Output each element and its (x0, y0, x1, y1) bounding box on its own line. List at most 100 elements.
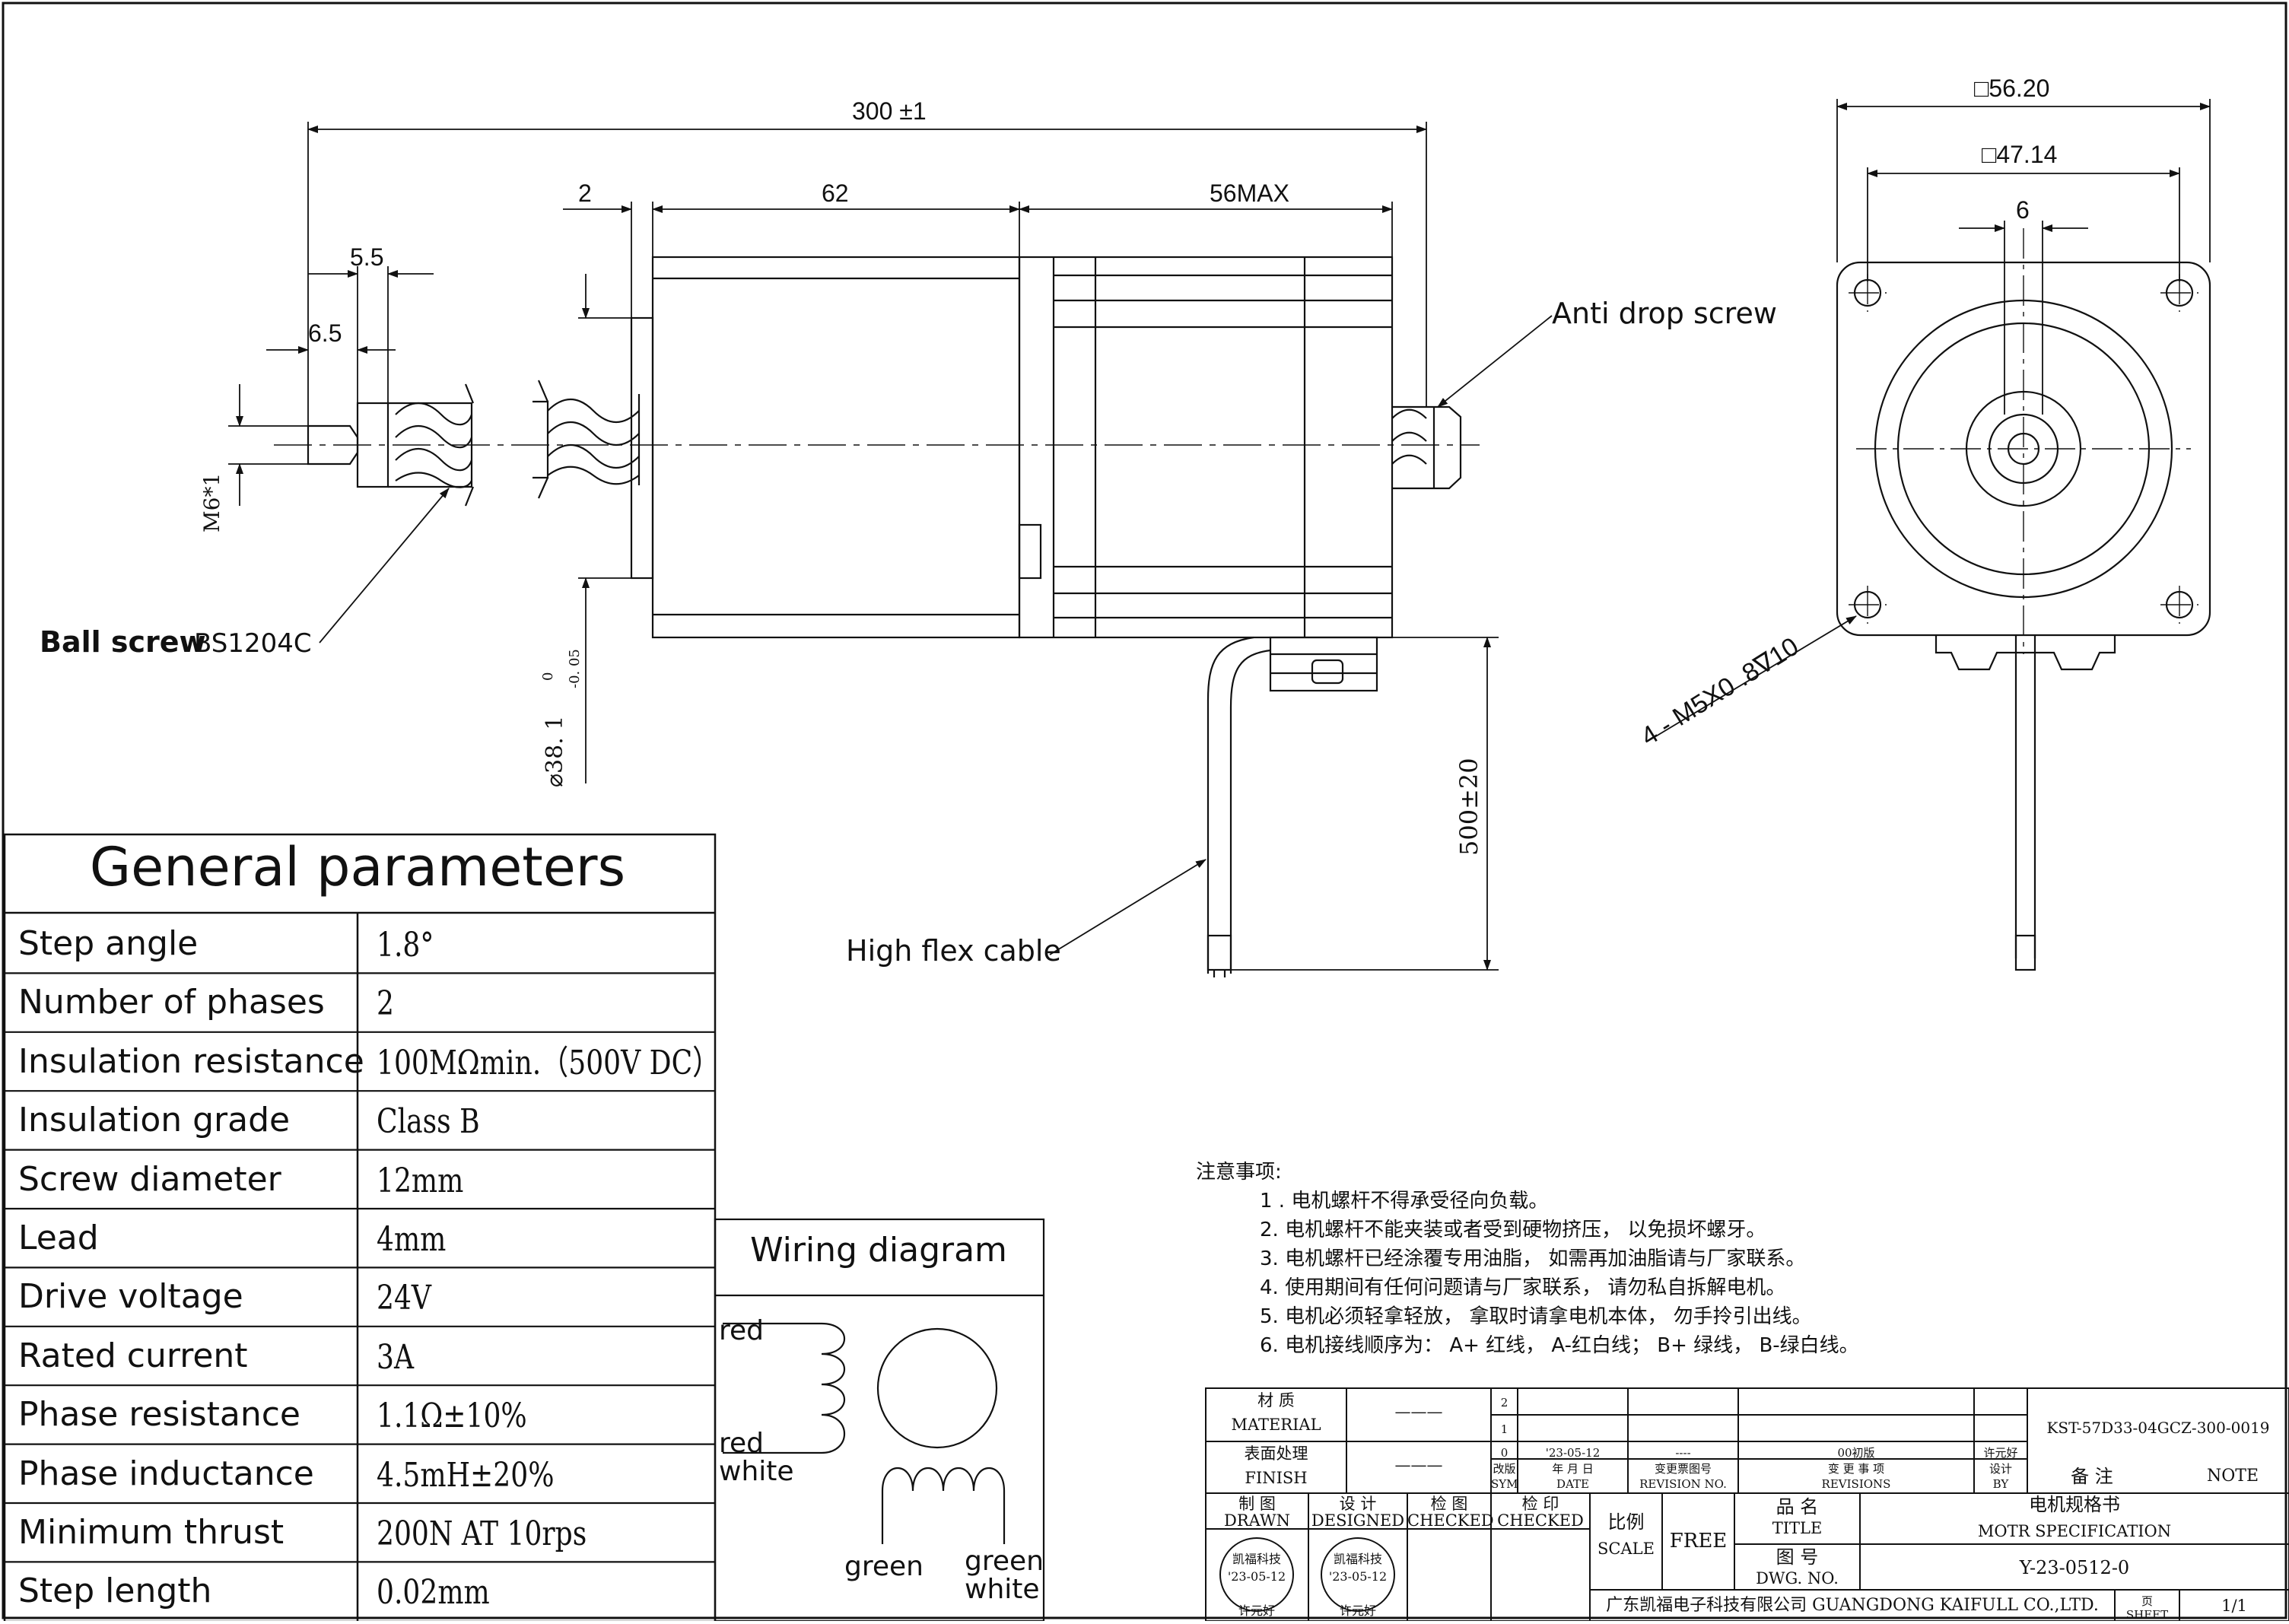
tb-rev-1: 1 (1500, 1422, 1509, 1436)
parameter-value: 2 (377, 984, 394, 1024)
tb-revno-cn: 变更票图号 (1654, 1462, 1712, 1476)
callout-anti-drop-screw: Anti drop screw (1552, 297, 1777, 330)
note-item: 3. 电机螺杆已经涂覆专用油脂， 如需再加油脂请与厂家联系。 (1260, 1247, 1806, 1270)
ball-screw-rear (1391, 405, 1462, 490)
stamp-drawn-company: 凯福科技 (1232, 1552, 1281, 1566)
tb-scale-val: FREE (1669, 1530, 1728, 1552)
parameter-value: 3A (377, 1337, 415, 1377)
dim-overall-length: 300 ±1 (852, 97, 927, 125)
tb-part-no: KST-57D33-04GCZ-300-0019 (2046, 1419, 2270, 1437)
tb-designed-cn: 设 计 (1339, 1495, 1377, 1513)
tb-dwg-cn: 图 号 (1776, 1546, 1819, 1568)
tb-rev-desc: 00初版 (1837, 1446, 1875, 1460)
dim-shaft-flat: 6 (2016, 196, 2030, 224)
stamp-designed-name: 许元好 (1339, 1603, 1376, 1618)
tb-date-cn: 年 月 日 (1552, 1462, 1594, 1476)
tb-scale-en: SCALE (1598, 1540, 1655, 1558)
tb-material-cn: 材 质 (1257, 1391, 1295, 1409)
tb-revisions-en: REVISIONS (1821, 1477, 1891, 1491)
parameter-name: Number of phases (18, 983, 325, 1022)
tb-designed-en: DESIGNED (1311, 1511, 1405, 1530)
callout-ball-screw-model: BS1204C (194, 628, 312, 659)
tb-by-cn: 设计 (1989, 1462, 2012, 1476)
tb-title-cn: 品 名 (1776, 1496, 1819, 1518)
tb-material-val: ——— (1394, 1403, 1443, 1421)
dim-rear-max: 56MAX (1210, 180, 1289, 207)
tb-rev-2: 2 (1500, 1396, 1509, 1409)
dim-thread: M6*1 (199, 472, 224, 532)
note-item: 5. 电机必须轻拿轻放， 拿取时请拿电机本体， 勿手拎引出线。 (1260, 1305, 1812, 1328)
title-block-grid (1205, 1387, 2289, 1621)
tb-sheet-en: SHEET (2125, 1608, 2169, 1622)
tb-finish-val: ——— (1394, 1456, 1443, 1474)
wiring-title: Wiring diagram (750, 1231, 1007, 1270)
callout-high-flex-cable: High flex cable (846, 934, 1061, 968)
tb-dwg-val: Y-23-0512-0 (2019, 1557, 2130, 1578)
tb-revisions-cn: 变 更 事 项 (1827, 1462, 1885, 1476)
tb-material-en: MATERIAL (1231, 1416, 1321, 1434)
stamp-drawn-date: '23-05-12 (1227, 1569, 1286, 1584)
wire-red-white-label-2: white (719, 1456, 794, 1487)
parameters-title: General parameters (89, 836, 626, 898)
tb-title-val-en: MOTR SPECIFICATION (1977, 1522, 2172, 1540)
notes-heading: 注意事项: (1196, 1161, 1282, 1184)
side-dimensions (228, 122, 1499, 971)
parameter-row: Step length 0.02mm (8, 1562, 715, 1621)
parameter-row: Minimum thrust 200N AT 10rps (8, 1503, 715, 1562)
parameter-name: Step length (18, 1572, 212, 1611)
tb-sheet-val: 1/1 (2221, 1597, 2247, 1615)
note-item: 2. 电机螺杆不能夹装或者受到硬物挤压， 以免损坏螺牙。 (1260, 1219, 1766, 1241)
parameter-name: Step angle (18, 924, 199, 963)
callout-leaders (319, 315, 1553, 955)
parameter-name: Minimum thrust (18, 1513, 285, 1552)
parameter-value: 0.02mm (377, 1573, 490, 1613)
tb-finish-en: FINISH (1245, 1469, 1308, 1487)
tb-sheet-cn: 页 (2141, 1594, 2153, 1608)
tb-company: 广东凯福电子科技有限公司 GUANGDONG KAIFULL CO.,LTD. (1606, 1596, 2099, 1615)
parameter-value: 100MΩmin.（500V DC） (377, 1043, 720, 1082)
tb-drawn-en: DRAWN (1224, 1511, 1290, 1530)
front-centerlines (1849, 228, 2198, 654)
wire-green-white-label-1: green (965, 1546, 1044, 1577)
dim-end-length-a: 5.5 (350, 243, 384, 271)
tb-by-en: BY (1992, 1477, 2009, 1491)
tb-rev-0: 0 (1500, 1446, 1509, 1460)
parameter-name: Screw diameter (18, 1159, 281, 1199)
tb-scale-cn: 比例 (1607, 1511, 1645, 1533)
dim-square-outer: □56.20 (1974, 75, 2050, 102)
stamp-drawn-name: 许元好 (1238, 1603, 1275, 1618)
parameter-value: 4.5mH±20% (377, 1455, 555, 1495)
parameter-row: Number of phases 2 (8, 973, 715, 1032)
stamp-designed-company: 凯福科技 (1333, 1552, 1382, 1566)
parameter-row: Phase resistance 1.1Ω±10% (8, 1385, 715, 1444)
note-item: 1 . 电机螺杆不得承受径向负载。 (1260, 1190, 1549, 1212)
wire-green-white-label-2: white (965, 1574, 1040, 1605)
dim-end-length-b: 6.5 (308, 319, 342, 347)
parameter-value: 200N AT 10rps (377, 1514, 587, 1553)
tb-dwg-en: DWG. NO. (1756, 1569, 1839, 1587)
tb-drawn-cn: 制 图 (1238, 1495, 1276, 1513)
tb-finish-cn: 表面处理 (1244, 1444, 1308, 1463)
dim-pilot-tol-upper: 0 (540, 672, 556, 681)
tb-rev-dwg: ---- (1675, 1446, 1691, 1460)
wiring-diagram (714, 1218, 1045, 1621)
parameter-value: 1.1Ω±10% (377, 1397, 527, 1436)
parameter-name: Phase resistance (18, 1395, 300, 1435)
tb-date-en: DATE (1556, 1477, 1589, 1491)
dim-square-inner: □47.14 (1982, 141, 2058, 168)
wire-red-white-label-1: red (719, 1428, 765, 1459)
tb-rev-by: 许元好 (1983, 1446, 2018, 1460)
tb-note-en: NOTE (2206, 1467, 2259, 1486)
parameter-value: Class B (377, 1102, 480, 1142)
callout-ball-screw: Ball screw (40, 625, 206, 659)
dim-body-length: 62 (822, 180, 849, 207)
tb-sym-cn: 改版 (1493, 1462, 1516, 1476)
